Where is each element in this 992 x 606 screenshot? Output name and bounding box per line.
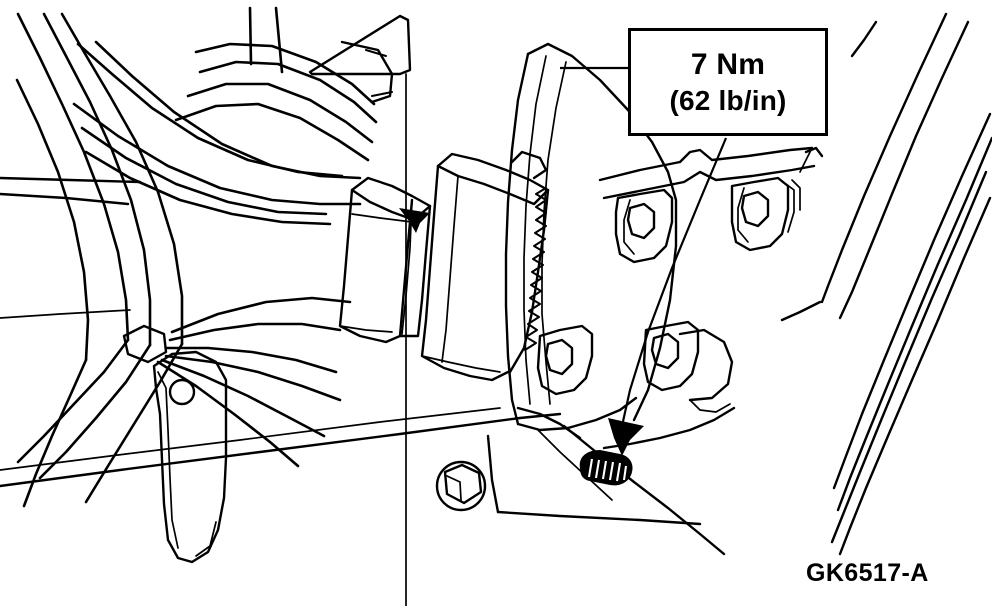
arrowhead: [608, 418, 644, 456]
strap-tab-with-hole: [152, 350, 228, 564]
body-panel: [0, 14, 702, 606]
torque-leader: [560, 66, 728, 456]
torque-imperial-value: (62 lb/in): [669, 84, 787, 116]
electrical-connector-block-right: [420, 150, 550, 382]
wire-bundle: [15, 6, 394, 508]
retaining-screw: [579, 450, 633, 486]
hex-head-bolt: [435, 460, 487, 512]
mounting-bracket: [504, 42, 824, 556]
torque-spec-callout: 7 Nm (62 lb/in): [628, 28, 828, 136]
figure-id-label: GK6517-A: [806, 559, 929, 587]
right-structure-lines: [780, 12, 992, 556]
electrical-connector-block-left: [338, 176, 432, 344]
torque-metric-value: 7 Nm: [690, 48, 766, 82]
